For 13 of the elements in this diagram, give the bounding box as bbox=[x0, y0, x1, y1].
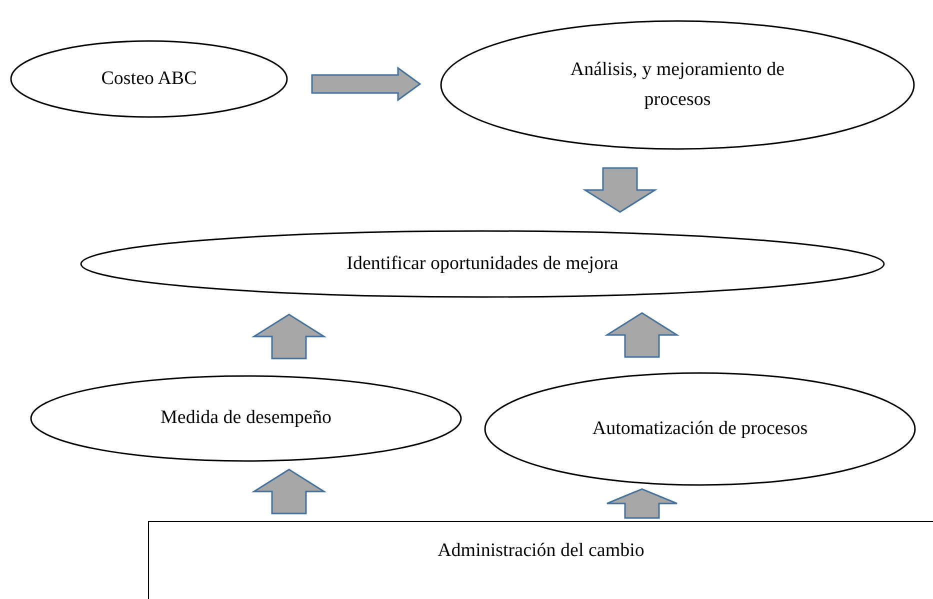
node-text: Costeo ABC bbox=[101, 66, 197, 91]
block-arrow bbox=[251, 314, 327, 360]
node-text: Identificar oportunidades de mejora bbox=[346, 252, 618, 276]
node-text: Automatización de procesos bbox=[592, 416, 808, 441]
open-frame-box bbox=[148, 521, 933, 599]
node-text: Análisis, y mejoramiento de procesos bbox=[569, 58, 786, 112]
node-text: Medida de desempeño bbox=[160, 406, 332, 430]
node-text: Administración del cambio bbox=[438, 539, 644, 563]
block-arrow bbox=[251, 468, 327, 514]
block-arrow bbox=[582, 167, 658, 213]
block-arrow bbox=[604, 312, 680, 358]
block-arrow bbox=[311, 66, 422, 102]
block-arrow bbox=[606, 488, 678, 519]
